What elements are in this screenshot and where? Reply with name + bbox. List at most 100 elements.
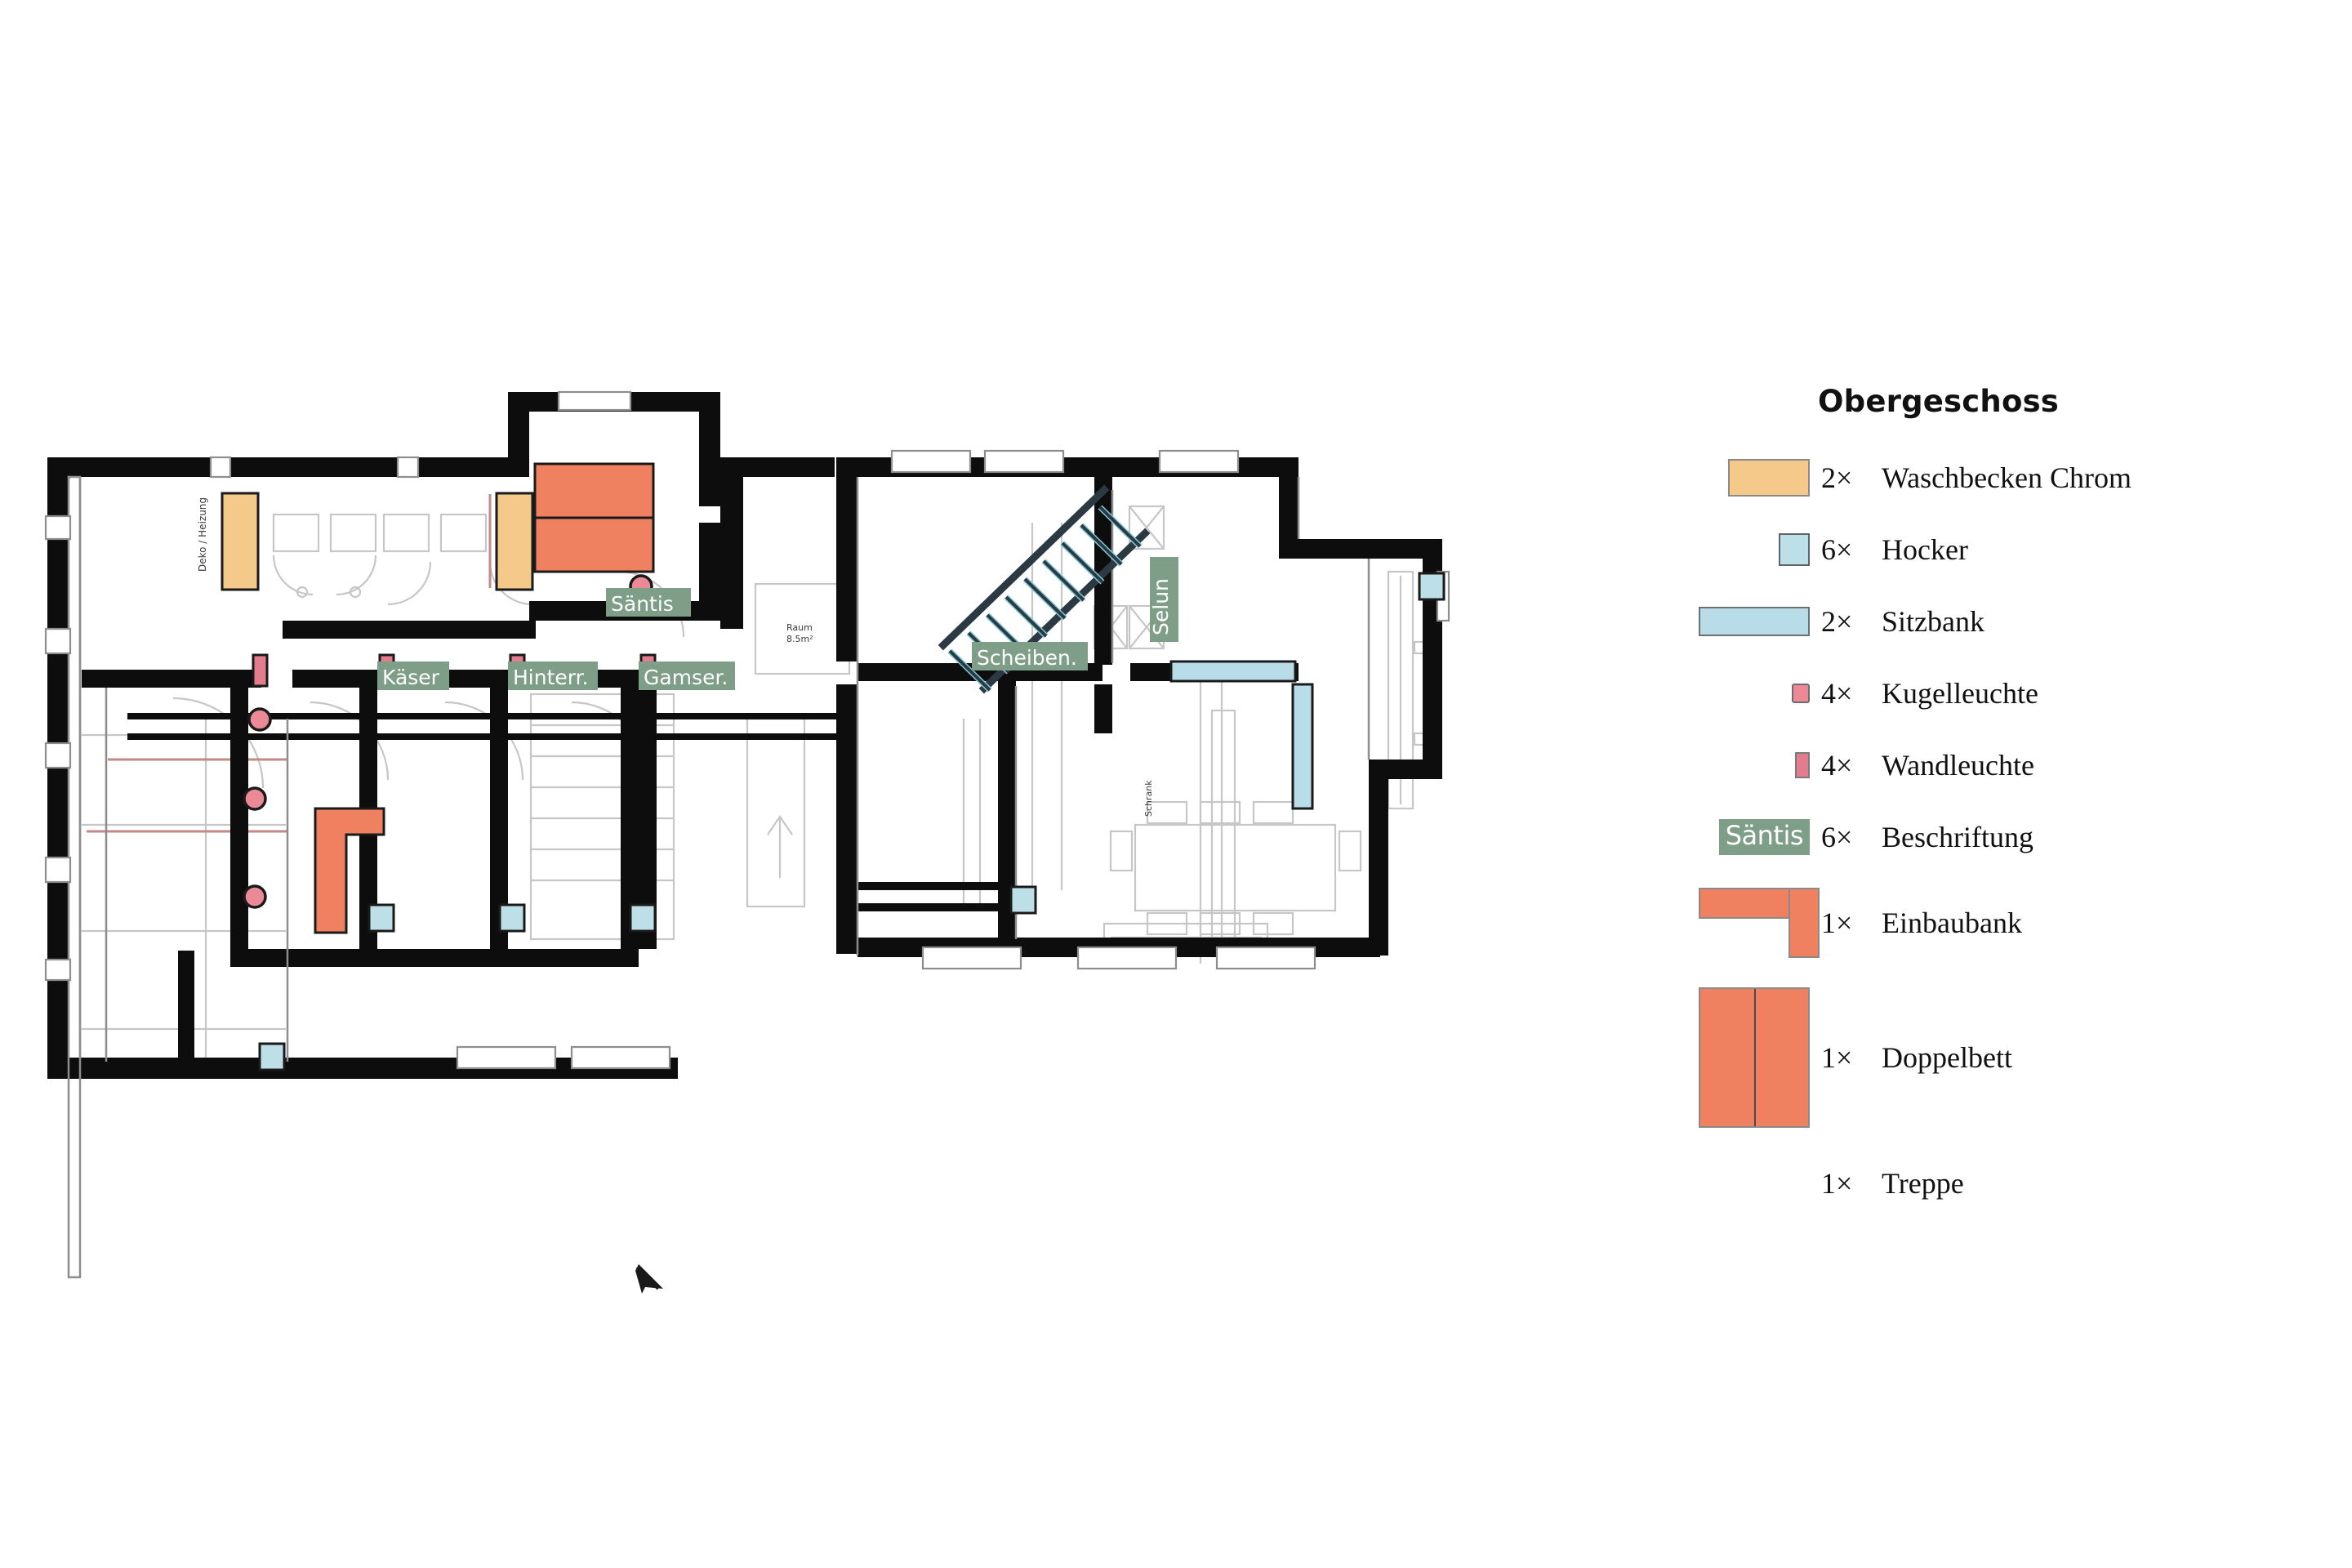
legend-name: Einbaubank: [1882, 906, 2022, 939]
legend-swatch-cell: [1699, 533, 1821, 566]
svg-text:Schrank: Schrank: [1143, 780, 1154, 817]
legend-panel: Obergeschoss 2× Waschbecken Chrom 6× Hoc…: [1699, 384, 2319, 1234]
hocker-swatch-icon: [1779, 533, 1810, 566]
legend-count: 6×: [1821, 821, 1853, 853]
north-arrow-icon: [635, 1264, 663, 1294]
legend-row-einbaubank: 1× Einbaubank: [1699, 888, 2319, 958]
legend-swatch-cell: [1699, 684, 1821, 703]
legend-swatch-cell: [1699, 1183, 1821, 1184]
legend-name: Wandleuchte: [1882, 749, 2035, 782]
waschbecken-1: [220, 492, 260, 591]
legend-row-waschbecken: 2× Waschbecken Chrom: [1699, 457, 2319, 499]
waschbecken-2: [495, 492, 534, 591]
einbaubank-vertical-part: [1788, 888, 1820, 958]
walls-solid: [47, 392, 1442, 1079]
einbaubank: [314, 807, 385, 934]
legend-label: 4× Kugelleuchte: [1821, 676, 2038, 710]
legend-label: 1× Einbaubank: [1821, 906, 2022, 940]
legend-name: Waschbecken Chrom: [1882, 461, 2132, 494]
sitzbank-horizontal: [1169, 660, 1297, 683]
legend-name: Kugelleuchte: [1882, 677, 2038, 710]
legend-count: 4×: [1821, 677, 1853, 710]
legend-count: 2×: [1821, 461, 1853, 494]
floorplan-canvas: Säntis Käser Hinterr. Gamser. Scheiben. …: [44, 390, 1450, 1294]
legend-swatch-cell: [1699, 888, 1821, 958]
legend-count: 1×: [1821, 906, 1853, 939]
label-scheiben: Scheiben.: [972, 642, 1088, 670]
legend-swatch-cell: [1699, 607, 1821, 636]
label-hinterr: Hinterr.: [508, 662, 598, 690]
hocker-3: [629, 903, 657, 933]
legend-name: Sitzbank: [1882, 605, 1984, 638]
legend-row-wandleuchte: 4× Wandleuchte: [1699, 744, 2319, 786]
hocker-2: [498, 903, 526, 933]
legend-row-treppe: 1× Treppe: [1699, 1162, 2319, 1205]
legend-name: Beschriftung: [1882, 821, 2034, 853]
kugelleuchte-group: [243, 574, 653, 909]
legend-row-sitzbank: 2× Sitzbank: [1699, 600, 2319, 643]
legend-label: 6× Hocker: [1821, 532, 1968, 567]
svg-text:Scheiben.: Scheiben.: [977, 646, 1077, 670]
legend-count: 4×: [1821, 749, 1853, 782]
beschriftung-group: Säntis Käser Hinterr. Gamser. Scheiben. …: [377, 557, 1178, 690]
svg-text:Säntis: Säntis: [611, 592, 674, 616]
wandleuchte-1: [252, 653, 269, 688]
legend-row-beschriftung: Säntis 6× Beschriftung: [1699, 816, 2319, 858]
legend-row-doppelbett: 1× Doppelbett: [1699, 987, 2319, 1128]
label-selun: Selun: [1149, 557, 1178, 642]
legend-swatch-cell: [1699, 459, 1821, 497]
sitzbank-swatch-icon: [1699, 607, 1810, 636]
legend-title: Obergeschoss: [1818, 384, 2060, 419]
legend-swatch-cell: [1699, 752, 1821, 778]
legend-name: Treppe: [1882, 1167, 1964, 1200]
kugelleuchte-1: [247, 707, 272, 732]
svg-text:Hinterr.: Hinterr.: [513, 666, 589, 689]
sitzbank-vertical: [1291, 683, 1314, 810]
legend-count: 2×: [1821, 605, 1853, 638]
waschbecken-group: [220, 492, 534, 591]
legend-label: 4× Wandleuchte: [1821, 748, 2034, 782]
waschbecken-swatch-icon: [1728, 459, 1810, 497]
svg-text:Deko / Heizung: Deko / Heizung: [197, 497, 208, 572]
legend-label: 2× Waschbecken Chrom: [1821, 461, 2132, 495]
label-saentis: Säntis: [606, 588, 691, 617]
legend-row-kugelleuchte: 4× Kugelleuchte: [1699, 672, 2319, 715]
kugelleuchte-3: [243, 884, 267, 909]
legend-label: 1× Doppelbett: [1821, 1040, 2012, 1075]
hocker-1: [368, 903, 395, 933]
beschriftung-swatch-icon: Säntis: [1718, 819, 1810, 855]
hocker-5: [1009, 885, 1037, 915]
legend-label: 6× Beschriftung: [1821, 820, 2034, 854]
floorplan-drawing: Säntis Käser Hinterr. Gamser. Scheiben. …: [44, 390, 1450, 1294]
sitzbank-group: [1169, 660, 1314, 810]
legend-label: 2× Sitzbank: [1821, 604, 1984, 639]
svg-text:Raum: Raum: [786, 622, 813, 633]
legend-count: 6×: [1821, 533, 1853, 566]
svg-text:Käser: Käser: [382, 666, 440, 689]
kugelleuchte-2: [243, 786, 267, 811]
svg-text:Gamser.: Gamser.: [644, 666, 728, 689]
doppelbett-divider: [1754, 989, 1756, 1126]
legend-label: 1× Treppe: [1821, 1166, 1964, 1200]
hocker-4: [258, 1042, 286, 1071]
legend-name: Hocker: [1882, 533, 1968, 566]
legend-swatch-cell: Säntis: [1699, 819, 1821, 855]
wandleuchte-swatch-icon: [1795, 752, 1810, 778]
drawing-annotations: Deko / Heizung Raum 8.5m² Schrank: [197, 497, 1154, 817]
hocker-group: [258, 572, 1446, 1071]
einbaubank-swatch-icon: [1699, 888, 1820, 958]
treppe-swatch-placeholder: [1809, 1183, 1810, 1184]
doppelbett-swatch-icon: [1699, 987, 1810, 1128]
walls-thin: [67, 475, 1370, 1279]
svg-text:Selun: Selun: [1149, 578, 1173, 635]
legend-swatch-cell: [1699, 987, 1821, 1128]
kugelleuchte-swatch-icon: [1792, 684, 1810, 703]
hocker-6: [1418, 572, 1446, 601]
label-kaeser: Käser: [377, 662, 449, 690]
doppelbett: [533, 462, 655, 573]
label-gamser: Gamser.: [639, 662, 735, 690]
svg-text:8.5m²: 8.5m²: [786, 634, 813, 644]
existing-furniture-layer: [82, 505, 1434, 1062]
legend-count: 1×: [1821, 1167, 1853, 1200]
legend-row-hocker: 6× Hocker: [1699, 528, 2319, 571]
